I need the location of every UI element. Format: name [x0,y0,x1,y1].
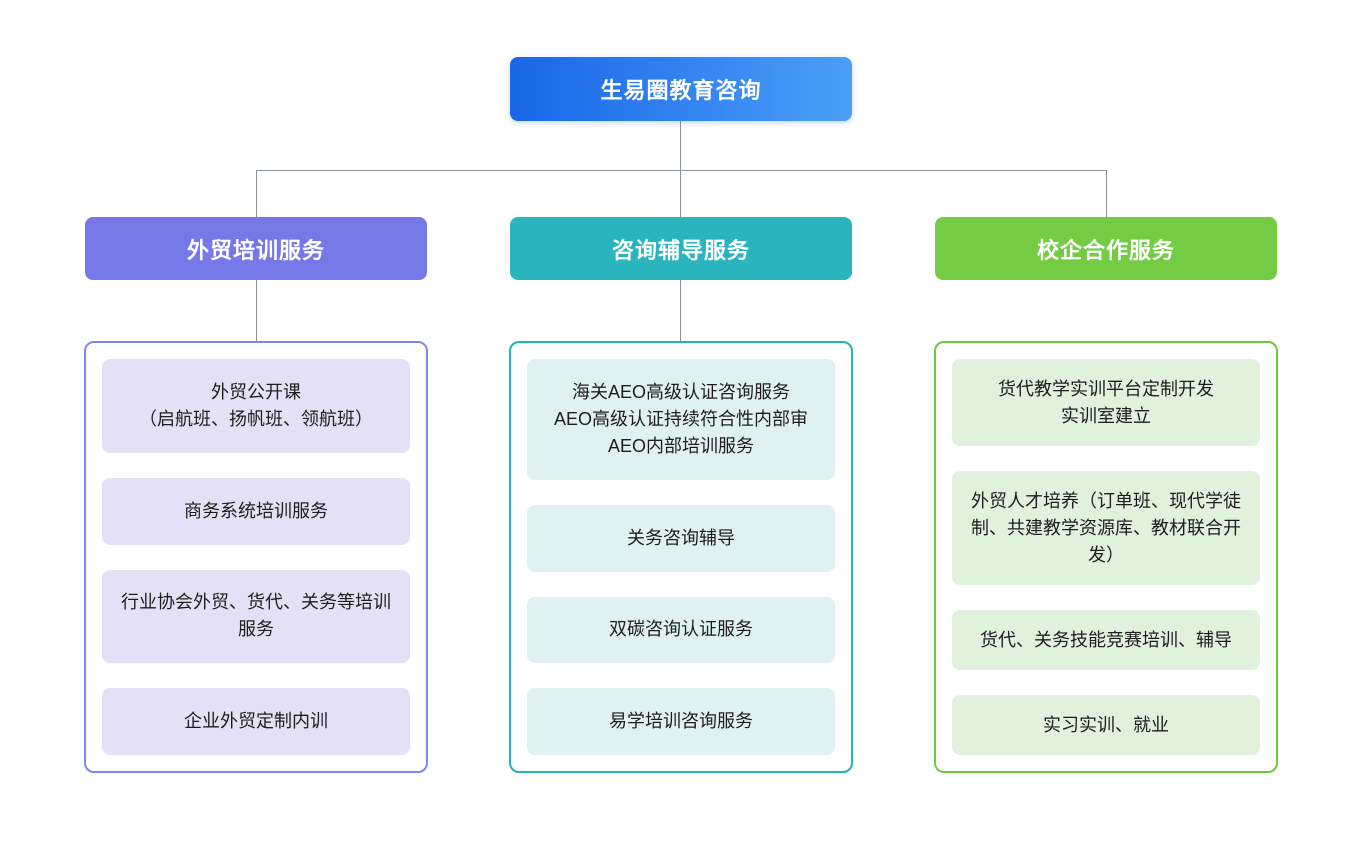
branch-header-label: 咨询辅导服务 [611,237,750,263]
leaf-node: 关务咨询辅导 [527,504,835,572]
connector-branch3-down [1106,170,1107,217]
leaf-node: 行业协会外贸、货代、关务等培训服务 [102,569,410,664]
leaf-node: 企业外贸定制内训 [102,688,410,755]
branch-header-school-enterprise: 校企合作服务 [935,217,1277,280]
connector-branch2-group [680,280,681,341]
branch-header-label: 外贸培训服务 [186,237,325,263]
branch-header-label: 校企合作服务 [1036,237,1175,263]
connector-root-down [680,121,681,170]
leaf-node: 外贸人才培养（订单班、现代学徒制、共建教学资源库、教材联合开发） [952,471,1260,585]
connector-horizontal [256,170,1107,171]
leaf-node: 外贸公开课 （启航班、扬帆班、领航班） [102,359,410,453]
branch-header-foreign-trade-training: 外贸培训服务 [85,217,427,280]
leaf-node: 商务系统培训服务 [102,477,410,545]
root-node-label: 生易圈教育咨询 [600,78,762,103]
connector-branch2-down [680,170,681,217]
root-node: 生易圈教育咨询 [510,57,852,121]
leaf-node: 双碳咨询认证服务 [527,596,835,664]
leaf-node: 货代、关务技能竞赛培训、辅导 [952,610,1260,670]
branch-group-consulting-coaching: 海关AEO高级认证咨询服务 AEO高级认证持续符合性内部审 AEO内部培训服务 … [509,341,853,773]
leaf-node: 货代教学实训平台定制开发 实训室建立 [952,359,1260,446]
leaf-node: 海关AEO高级认证咨询服务 AEO高级认证持续符合性内部审 AEO内部培训服务 [527,359,835,480]
connector-branch1-group [256,280,257,341]
branch-group-school-enterprise: 货代教学实训平台定制开发 实训室建立 外贸人才培养（订单班、现代学徒制、共建教学… [934,341,1278,773]
leaf-node: 易学培训咨询服务 [527,688,835,755]
connector-branch1-down [256,170,257,217]
leaf-node: 实习实训、就业 [952,695,1260,755]
branch-group-foreign-trade-training: 外贸公开课 （启航班、扬帆班、领航班） 商务系统培训服务 行业协会外贸、货代、关… [84,341,428,773]
branch-header-consulting-coaching: 咨询辅导服务 [510,217,852,280]
